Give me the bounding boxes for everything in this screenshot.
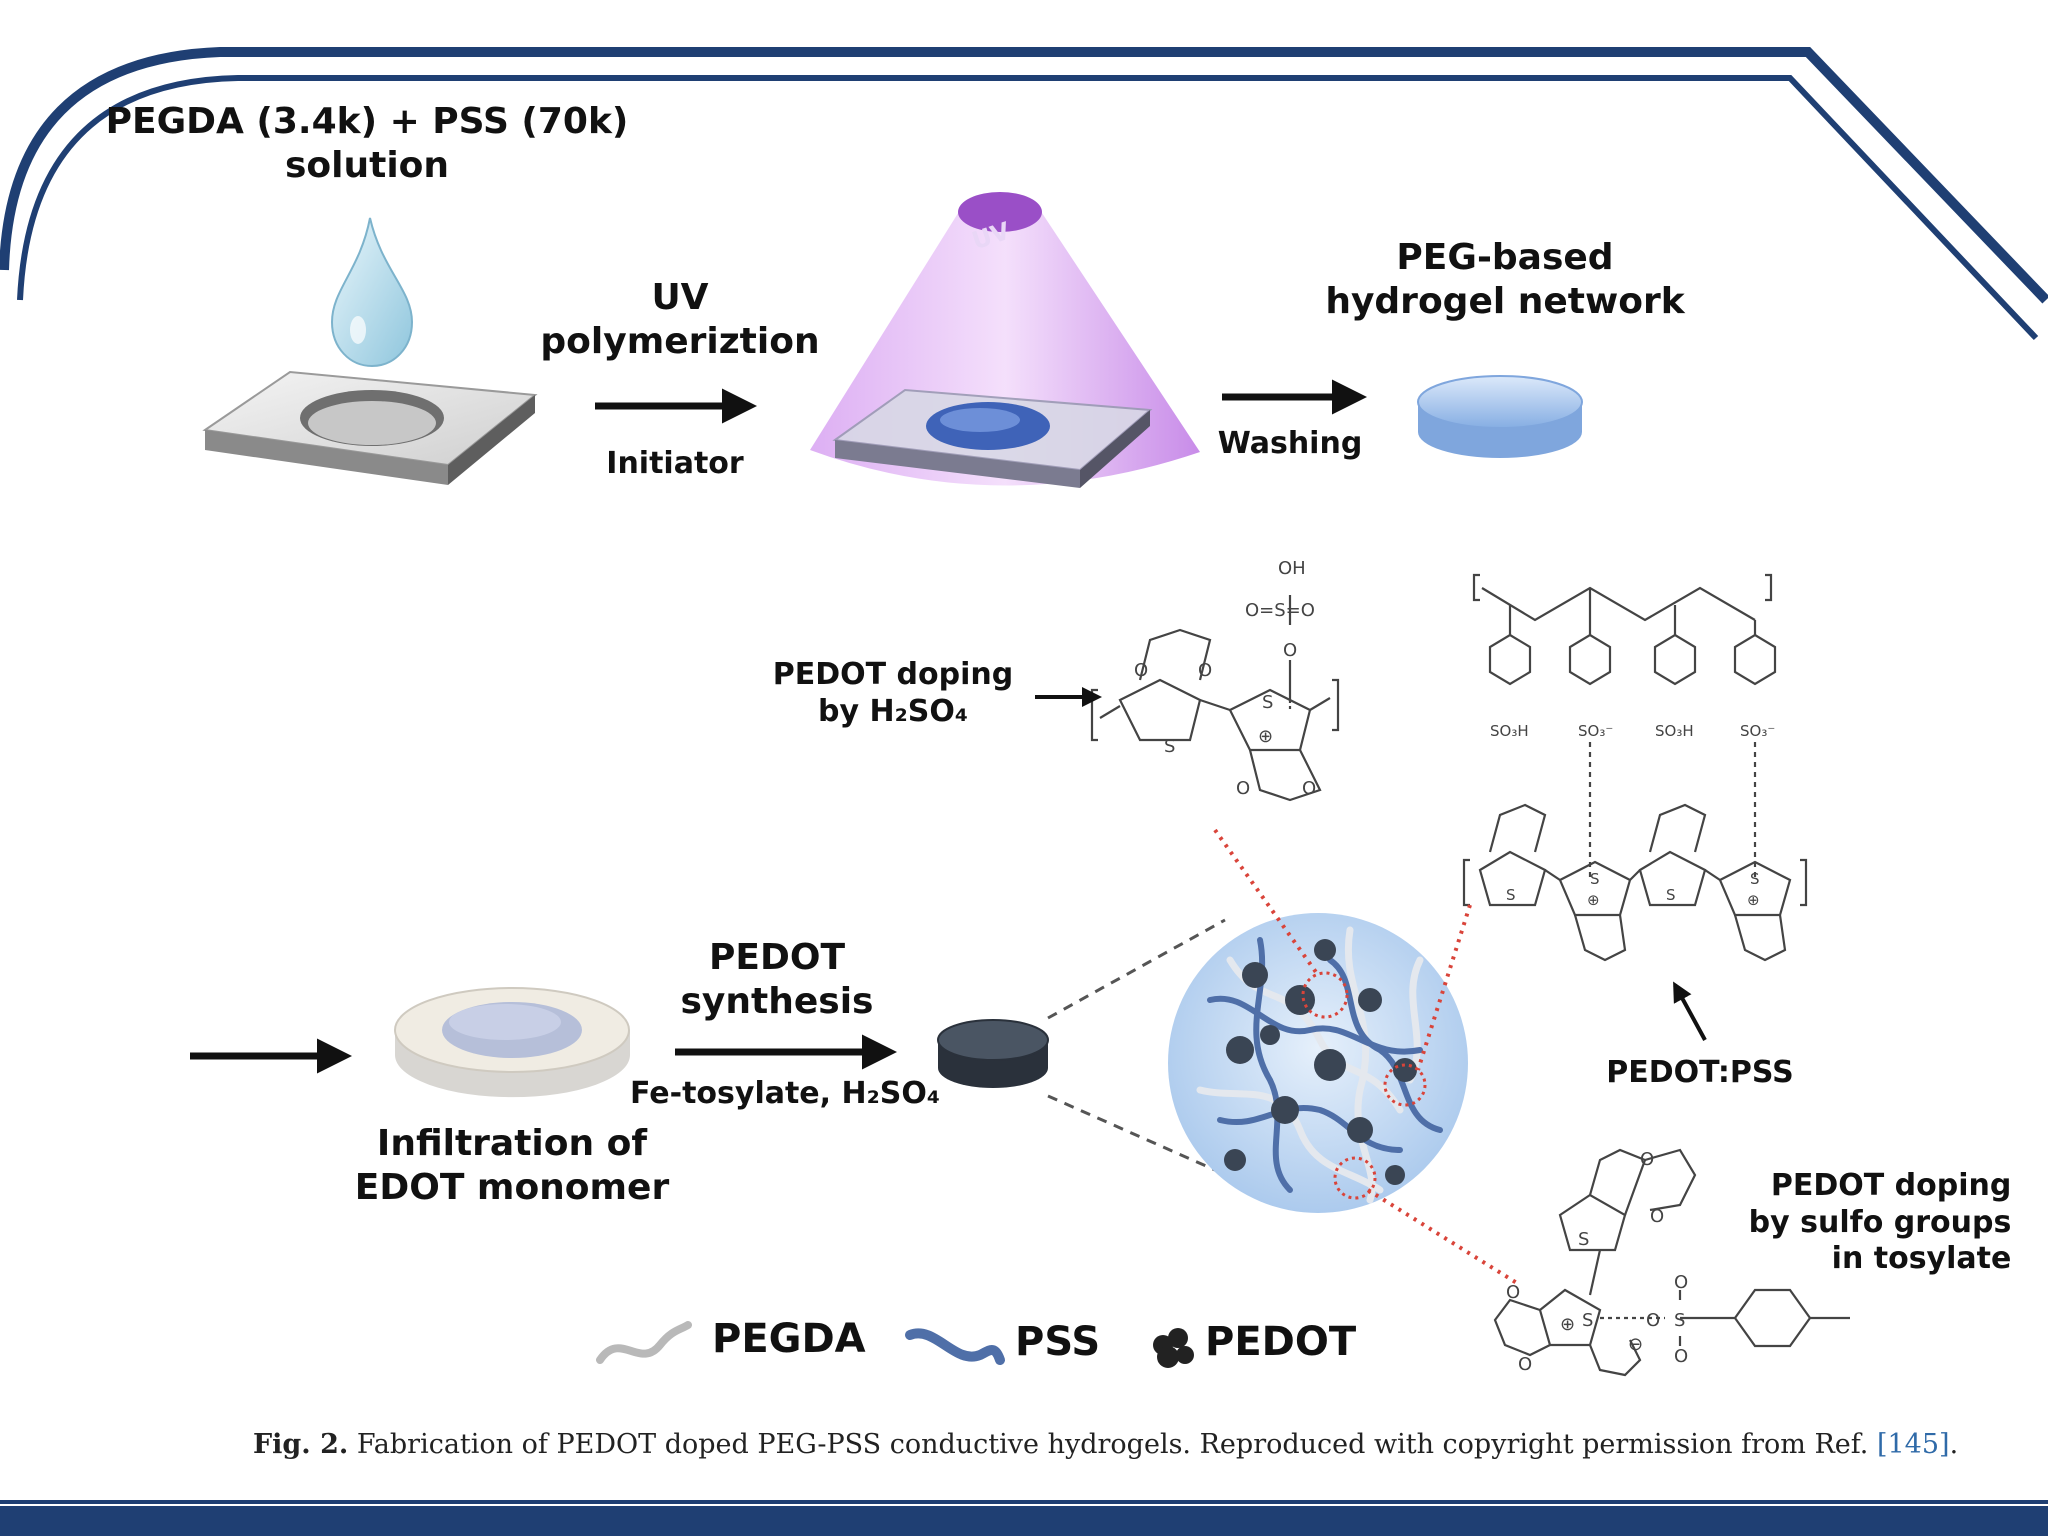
caption-fig-number: Fig. 2.: [253, 1429, 349, 1460]
pedot-synthesis-label: PEDOT synthesis: [681, 936, 874, 1024]
hydrogel-disc-icon: [1417, 375, 1583, 458]
network-label-line1: PEG-based: [1396, 237, 1614, 278]
uv-polymerization-label: UV polymeriztion: [540, 276, 819, 364]
washing-label: Washing: [1217, 426, 1363, 461]
atom-oh: OH: [1278, 558, 1306, 579]
solution-label-line2: solution: [284, 144, 450, 186]
charge-plus: ⊕: [1747, 891, 1760, 909]
caption-reference-link[interactable]: [145]: [1876, 1429, 1950, 1460]
atom-o: O: [1283, 640, 1297, 661]
atom-s: S: [1590, 870, 1600, 888]
atom-o: O: [1640, 1149, 1654, 1170]
pedot-pss-atoms: SO₃H SO₃⁻ SO₃H SO₃⁻ S S S S ⊕ ⊕: [1490, 722, 1775, 909]
atom-s: S: [1674, 1310, 1685, 1331]
infiltration-label-line1: Infiltration of: [376, 1123, 648, 1164]
atom-o: O: [1134, 660, 1148, 681]
doping-sulfo-line2: by sulfo groups: [1748, 1204, 2012, 1240]
atom-o: O: [1646, 1310, 1660, 1331]
uv-lamp-icon: [810, 192, 1200, 488]
decorative-frame: [0, 47, 2048, 1536]
pedot-pss-structure: [1462, 573, 1808, 962]
caption-text: Fabrication of PEDOT doped PEG-PSS condu…: [356, 1429, 1869, 1460]
doping-sulfo-line1: PEDOT doping: [1770, 1168, 2012, 1203]
charge-minus: ⊖: [1628, 1334, 1643, 1355]
atom-s: S: [1262, 692, 1273, 713]
droplet-icon: [330, 217, 414, 368]
legend-pss-icon: [905, 1328, 1005, 1365]
atom-o: O: [1674, 1272, 1688, 1293]
uv-label-line1: UV: [651, 277, 709, 318]
infiltration-label: Infiltration of EDOT monomer: [355, 1122, 669, 1210]
square-mold-icon: [202, 370, 538, 485]
infiltration-disc-icon: [394, 987, 630, 1098]
atom-o: O: [1236, 778, 1250, 799]
pedot-tosylate-structure: [1493, 1148, 1850, 1377]
atom-o: O: [1302, 778, 1316, 799]
synthesis-label-line2: synthesis: [680, 980, 874, 1022]
atom-o: O: [1650, 1206, 1664, 1227]
doping-sulfo-label: PEDOT doping by sulfo groups in tosylate: [1749, 1168, 2012, 1278]
atom-s: S: [1506, 886, 1516, 904]
doping-h2so4-label: PEDOT doping by H₂SO₄: [773, 657, 1013, 730]
zoom-lines: [1047, 918, 1226, 1172]
uv-label-line2: polymeriztion: [540, 320, 820, 362]
network-bubble: [1168, 913, 1468, 1213]
leader-dots: [1213, 828, 1522, 1287]
atom-o: O: [1674, 1346, 1688, 1367]
atom-s: S: [1666, 886, 1676, 904]
doping-h2so4-line1: PEDOT doping: [772, 657, 1014, 692]
pedot-tosylate-atoms: S S ⊕ ⊖ O S O O O O O O: [1506, 1149, 1688, 1375]
charge-plus: ⊕: [1560, 1314, 1575, 1335]
caption-end: .: [1949, 1429, 1959, 1460]
group-so3minus: SO₃⁻: [1740, 722, 1775, 740]
pedot-pss-label: PEDOT:PSS: [1606, 1055, 1794, 1090]
legend-pedot-label: PEDOT: [1205, 1319, 1357, 1365]
hydrogel-network-label: PEG-based hydrogel network: [1325, 236, 1684, 324]
pedot-hydrogel-disc-icon: [937, 1019, 1049, 1088]
legend-pedot-icon: [1153, 1328, 1194, 1368]
atom-s: S: [1582, 1310, 1593, 1331]
charge-plus: ⊕: [1587, 891, 1600, 909]
pedot-h2so4-atoms: OH O=S=O O S S ⊕ O O O O: [1134, 558, 1316, 799]
atom-s: S: [1164, 736, 1175, 757]
pedot-h2so4-structure: [1090, 595, 1340, 802]
legend-pss-label: PSS: [1015, 1319, 1101, 1365]
doping-h2so4-line2: by H₂SO₄: [818, 693, 968, 729]
legend-pegda-label: PEGDA: [712, 1316, 866, 1362]
doping-sulfo-line3: in tosylate: [1831, 1241, 2012, 1277]
fe-tosylate-label: Fe-tosylate, H₂SO₄: [630, 1076, 940, 1111]
legend-pegda-icon: [596, 1321, 692, 1364]
up-arrow-icon: [1673, 981, 1707, 1041]
solution-label: PEGDA (3.4k) + PSS (70k) solution: [106, 100, 629, 188]
atom-s: S: [1750, 870, 1760, 888]
figure-caption: Fig. 2. Fabrication of PEDOT doped PEG-P…: [253, 1429, 1958, 1460]
group-so3h: SO₃H: [1655, 722, 1694, 740]
synthesis-label-line1: PEDOT: [708, 937, 846, 978]
infiltration-label-line2: EDOT monomer: [354, 1166, 670, 1208]
atom-s: S: [1578, 1229, 1589, 1250]
atom-o: O: [1198, 660, 1212, 681]
group-so3h: SO₃H: [1490, 722, 1529, 740]
atom-o: O: [1518, 1354, 1532, 1375]
solution-label-line1: PEGDA (3.4k) + PSS (70k): [105, 101, 629, 142]
group-so3minus: SO₃⁻: [1578, 722, 1613, 740]
charge-plus: ⊕: [1258, 726, 1273, 747]
network-label-line2: hydrogel network: [1325, 280, 1685, 322]
atom-oso: O=S=O: [1245, 600, 1315, 621]
initiator-label: Initiator: [606, 446, 744, 481]
atom-o: O: [1506, 1282, 1520, 1303]
